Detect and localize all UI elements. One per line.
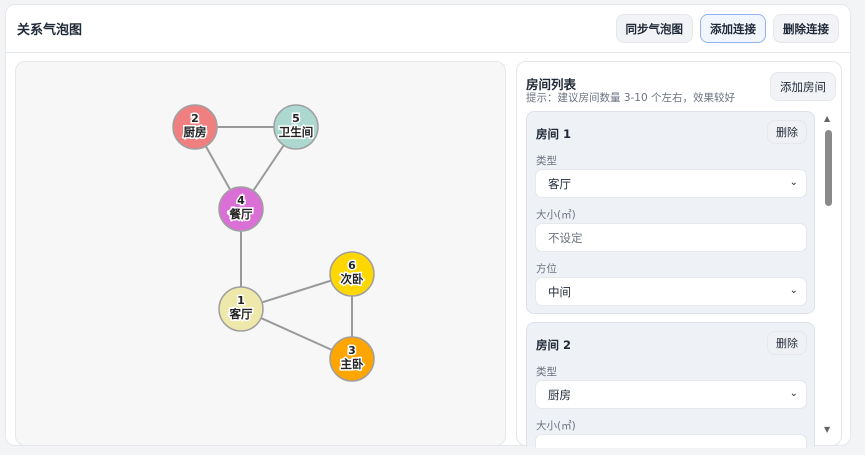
delete-connection-button[interactable]: 删除连接 xyxy=(773,14,839,43)
room-card: 房间 2 删除 类型 厨房 ⌄ 大小(㎡) xyxy=(526,322,815,448)
room-title: 房间 1 xyxy=(536,127,572,141)
room-title: 房间 2 xyxy=(536,338,572,352)
chevron-down-icon: ⌄ xyxy=(789,177,798,188)
scrollbar-thumb[interactable] xyxy=(825,130,832,206)
bubble-id: 5 xyxy=(292,112,300,125)
scrollbar[interactable]: ▲ ▼ xyxy=(822,114,834,434)
add-connection-button[interactable]: 添加连接 xyxy=(700,14,766,43)
room-card: 房间 1 删除 类型 客厅 ⌄ 大小(㎡) 不设定 方位 中间 ⌄ xyxy=(526,111,815,314)
page-title: 关系气泡图 xyxy=(17,23,83,38)
room-list-panel: 房间列表 提示：建议房间数量 3-10 个左右，效果较好 添加房间 房间 1 删… xyxy=(516,61,842,448)
size-input[interactable] xyxy=(535,434,807,448)
type-label: 类型 xyxy=(536,366,557,378)
type-select[interactable]: 客厅 ⌄ xyxy=(535,169,807,198)
size-input[interactable]: 不设定 xyxy=(535,223,807,252)
chevron-down-icon: ⌄ xyxy=(789,285,798,296)
room-bubble[interactable] xyxy=(329,251,375,297)
type-select[interactable]: 厨房 ⌄ xyxy=(535,380,807,409)
bubble-id: 4 xyxy=(237,194,245,207)
size-label: 大小(㎡) xyxy=(536,420,576,432)
scroll-up-icon[interactable]: ▲ xyxy=(824,114,831,123)
bubble-label: 主卧 xyxy=(341,357,364,371)
room-bubble[interactable] xyxy=(218,186,264,232)
add-room-button[interactable]: 添加房间 xyxy=(770,72,836,101)
bubble-id: 3 xyxy=(348,344,356,357)
direction-label: 方位 xyxy=(536,263,557,275)
type-label: 类型 xyxy=(536,155,557,167)
direction-value: 中间 xyxy=(548,284,571,299)
direction-select[interactable]: 中间 ⌄ xyxy=(535,277,807,306)
bubble-label: 次卧 xyxy=(341,272,364,286)
bubble-label: 卫生间 xyxy=(279,125,314,139)
delete-room-button[interactable]: 删除 xyxy=(767,331,807,355)
bubble-label: 客厅 xyxy=(229,307,253,321)
scroll-down-icon[interactable]: ▼ xyxy=(824,425,831,434)
room-bubble[interactable] xyxy=(172,104,218,150)
bubble-id: 2 xyxy=(191,112,199,125)
header: 关系气泡图 同步气泡图 添加连接 删除连接 xyxy=(6,5,850,53)
size-label: 大小(㎡) xyxy=(536,209,576,221)
type-value: 客厅 xyxy=(548,176,571,191)
room-bubble[interactable] xyxy=(329,336,375,382)
bubble-id: 1 xyxy=(237,294,245,307)
bubble-label: 厨房 xyxy=(184,125,207,139)
bubble-id: 6 xyxy=(348,259,356,272)
delete-room-button[interactable]: 删除 xyxy=(767,120,807,144)
sync-bubble-button[interactable]: 同步气泡图 xyxy=(615,14,693,43)
room-list-hint: 提示：建议房间数量 3-10 个左右，效果较好 xyxy=(526,92,736,104)
room-bubble[interactable] xyxy=(273,104,319,150)
room-bubble[interactable] xyxy=(218,286,264,332)
bubble-label: 餐厅 xyxy=(229,207,253,221)
room-list-title: 房间列表 xyxy=(526,77,577,92)
chevron-down-icon: ⌄ xyxy=(789,388,798,399)
room-list: 房间 1 删除 类型 客厅 ⌄ 大小(㎡) 不设定 方位 中间 ⌄ 房间 2 删除 … xyxy=(526,111,815,455)
type-value: 厨房 xyxy=(548,387,571,402)
